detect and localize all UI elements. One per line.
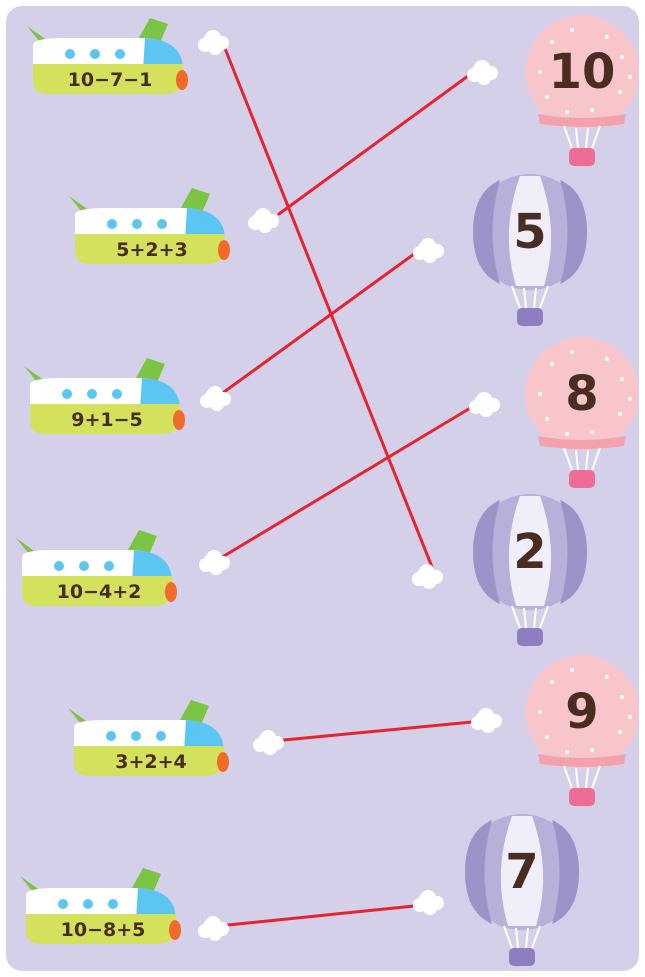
cloud-dot-balloon-0[interactable] (467, 60, 498, 85)
cloud-dot-plane-5[interactable] (198, 916, 229, 941)
connection-line (222, 44, 436, 574)
plane-expression: 10−4+2 (57, 581, 142, 603)
plane-card: 10−7−1 (27, 18, 188, 94)
cloud-dot-balloon-4[interactable] (471, 708, 502, 733)
balloon-number: 5 (513, 204, 546, 260)
worksheet-background (6, 6, 639, 971)
balloon-number: 7 (505, 844, 538, 900)
cloud-dot-plane-4[interactable] (253, 730, 284, 755)
plane-card: 5+2+3 (69, 188, 230, 264)
balloon-purple: 7 (465, 814, 579, 966)
balloon-pink: 9 (525, 655, 639, 806)
plane-expression: 10−7−1 (68, 69, 153, 91)
connection-line (222, 252, 416, 394)
balloon-pink: 8 (525, 337, 639, 488)
balloon-pink: 10 (525, 15, 639, 166)
plane-expression: 10−8+5 (61, 919, 146, 941)
plane-expression: 5+2+3 (116, 239, 188, 261)
balloon-number: 8 (565, 366, 598, 422)
connection-line (226, 904, 416, 927)
plane-card: 9+1−5 (24, 358, 185, 434)
connection-lines (222, 44, 474, 927)
connection-line (277, 74, 470, 216)
plane-expression: 9+1−5 (71, 409, 143, 431)
cloud-dot-balloon-3[interactable] (412, 564, 443, 589)
plane-card: 10−8+5 (20, 868, 181, 944)
balloon-number: 2 (513, 524, 546, 580)
balloon-number: 9 (565, 684, 598, 740)
cloud-dot-balloon-5[interactable] (413, 890, 444, 915)
balloon-number: 10 (549, 44, 616, 100)
plane-card: 10−4+2 (16, 530, 177, 606)
plane-expression: 3+2+4 (115, 751, 187, 773)
cloud-dot-balloon-2[interactable] (469, 392, 500, 417)
cloud-dot-plane-0[interactable] (198, 30, 229, 55)
plane-card: 3+2+4 (68, 700, 229, 776)
cloud-dot-balloon-1[interactable] (413, 238, 444, 263)
balloon-purple: 5 (473, 174, 587, 326)
connection-line (282, 720, 474, 742)
connection-line (222, 405, 474, 558)
cloud-dot-plane-1[interactable] (248, 208, 279, 233)
balloon-purple: 2 (473, 494, 587, 646)
